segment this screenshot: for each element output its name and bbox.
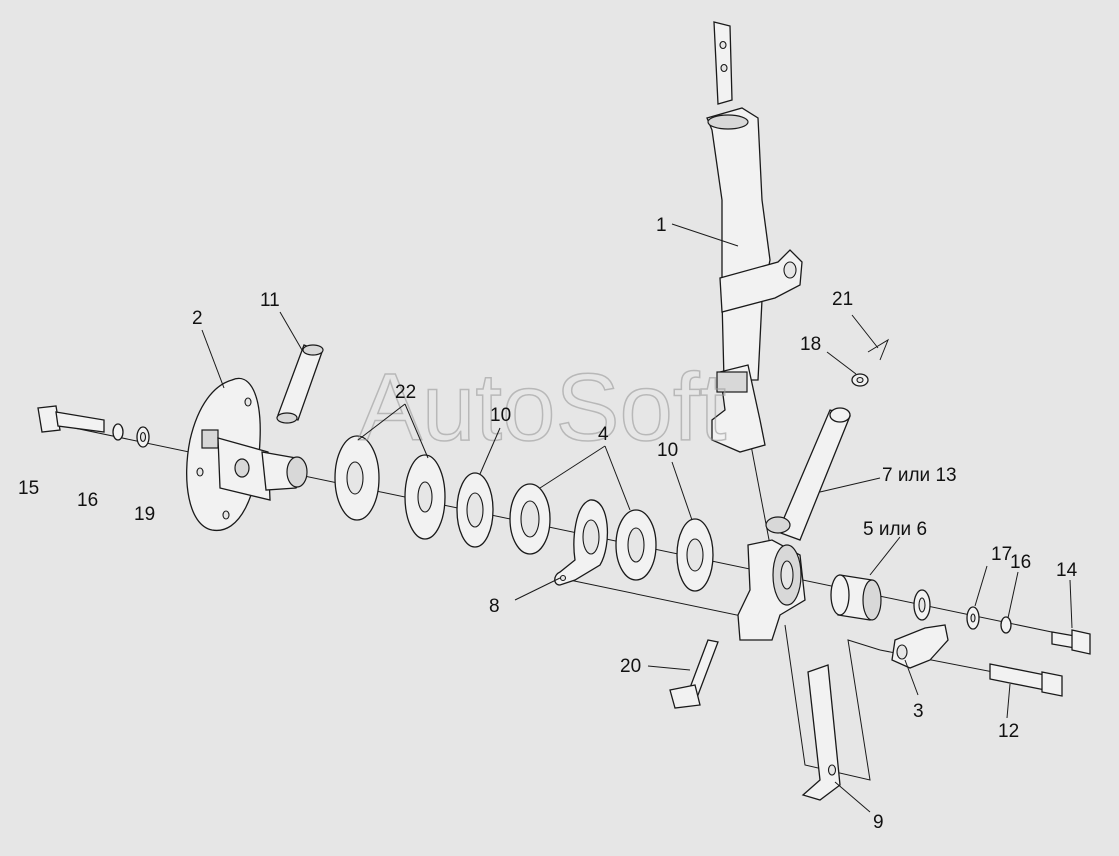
- washer-part-4-b: [615, 509, 657, 581]
- callout-12: 12: [998, 721, 1019, 742]
- callout-16-right: 16: [1010, 552, 1031, 573]
- callout-9: 9: [873, 812, 884, 833]
- cotter-pin-part-21: [867, 338, 890, 361]
- washer-part-22-b: [404, 454, 446, 540]
- callout-16-left: 16: [77, 490, 98, 511]
- bolt-part-12: [989, 663, 1063, 697]
- callout-4: 4: [598, 424, 609, 445]
- callout-5-or-6: 5 или 6: [863, 519, 927, 540]
- connecting-rod-part-7-or-13: [737, 407, 851, 641]
- washer-part-4-a: [509, 483, 551, 555]
- washer-part-19: [136, 426, 150, 448]
- callout-14: 14: [1056, 560, 1078, 581]
- callout-2: 2: [192, 308, 203, 329]
- washer-part-16-right: [1000, 616, 1012, 634]
- callout-18: 18: [800, 334, 821, 355]
- callout-19: 19: [134, 504, 155, 525]
- bolt-part-20: [669, 639, 719, 709]
- callout-labels: 1 2 3 4 5 или 6 7 или 13 8 9 10 10 11 12…: [18, 215, 1078, 833]
- lever-tube-part-1: [706, 21, 803, 453]
- plate-part-9: [801, 664, 841, 801]
- callout-21: 21: [832, 289, 853, 310]
- washer-part-17: [966, 606, 980, 630]
- callout-20: 20: [620, 656, 641, 677]
- callout-22: 22: [395, 382, 416, 403]
- tab-washer-right: [913, 589, 931, 621]
- callout-7-or-13: 7 или 13: [882, 465, 957, 486]
- washer-part-10-b: [676, 518, 714, 592]
- washer-part-16-left: [112, 423, 124, 441]
- callout-15: 15: [18, 478, 39, 499]
- tab-washer-part-8: [554, 499, 609, 586]
- callout-3: 3: [913, 701, 924, 722]
- bolt-part-15: [37, 405, 105, 433]
- watermark: AutoSoft: [358, 354, 726, 461]
- callout-10-right: 10: [657, 440, 678, 461]
- nut-part-18: [851, 373, 869, 387]
- flange-plate-part-2: [186, 377, 308, 531]
- bolt-part-14: [1051, 629, 1091, 655]
- bushing-part-5-or-6: [830, 574, 882, 621]
- callout-10-left: 10: [490, 405, 511, 426]
- callout-17: 17: [991, 544, 1012, 565]
- callout-11: 11: [260, 290, 280, 311]
- pin-part-11: [276, 344, 324, 424]
- washer-part-10-a: [456, 472, 494, 548]
- leader-lines: [201, 223, 1073, 813]
- callout-8: 8: [489, 596, 500, 617]
- callout-1: 1: [656, 215, 667, 236]
- bracket-part-3: [891, 624, 949, 669]
- washer-part-22-a: [334, 435, 380, 521]
